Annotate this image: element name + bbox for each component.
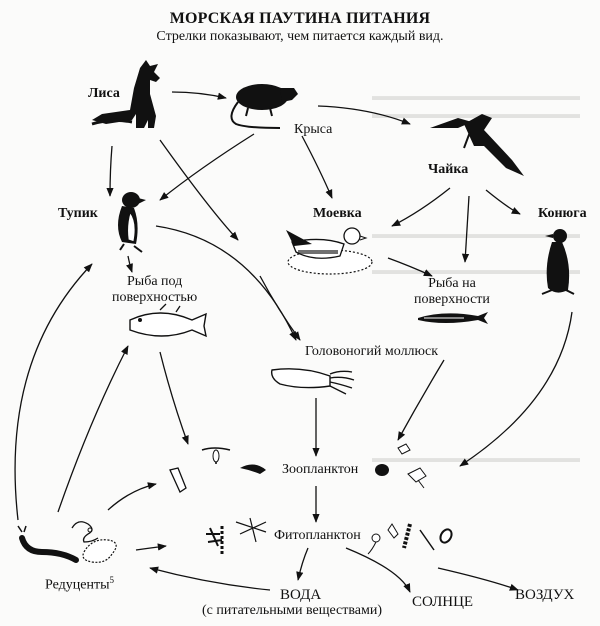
node-water-note: (с питательными веществами): [202, 603, 383, 618]
decomposers-label: Редуценты: [45, 577, 110, 593]
node-puffin: Тупик: [58, 206, 98, 221]
node-water: ВОДА: [280, 587, 322, 603]
node-sun: СОЛНЦЕ: [412, 594, 474, 610]
arrow-rat-to-puffin: [159, 133, 255, 201]
arrow-phytoplankton-to-water: [296, 547, 309, 581]
node-guillemot: Конюга: [538, 206, 587, 221]
node-zooplankton: Зоопланктон: [282, 462, 359, 477]
arrow-kittiwake-to-cephalopod: [259, 275, 301, 341]
node-subsurface-fish: Рыба под поверхностью: [112, 274, 198, 305]
phytoplankton-icons: [206, 517, 453, 555]
arrow-fox-to-kittiwake: [159, 139, 239, 241]
arrow-rat-to-kittiwake: [301, 135, 333, 199]
arrow-phytoplankton-to-sun: [345, 547, 411, 593]
node-decomposers: Редуценты5: [45, 572, 114, 594]
cephalopod-icon: [270, 368, 355, 395]
arrow-decomposers-to-phytoplankton: [135, 543, 167, 551]
arrow-water-to-decomposers: [149, 566, 271, 591]
node-cephalopod: Головоногий моллюск: [305, 344, 439, 359]
diagram-subtitle: Стрелки показывают, чем питается каждый …: [156, 29, 444, 44]
node-fox: Лиса: [88, 86, 120, 101]
guillemot-icon: [541, 229, 575, 295]
gull-icon: [430, 114, 524, 176]
node-gull: Чайка: [428, 162, 469, 177]
node-phytoplankton: Фитопланктон: [274, 528, 361, 543]
decomposers-icons: [17, 521, 117, 563]
arrow-gull-to-kittiwake: [391, 187, 451, 227]
node-kittiwake: Моевка: [313, 206, 362, 221]
arrow-gull-to-surface-fish: [461, 195, 470, 263]
arrow-layer: [14, 91, 573, 593]
arrow-rat-to-gull: [317, 105, 411, 125]
arrow-decomposers-to-puffin: [14, 263, 93, 521]
node-rat: Крыса: [294, 122, 333, 137]
arrow-decomposers-to-subsurface-fish: [57, 345, 129, 513]
arrow-kittiwake-to-surface-fish: [387, 257, 433, 277]
arrow-surface-fish-to-zooplankton: [397, 359, 445, 441]
subsurface-fish-icon: [129, 303, 207, 338]
node-air: ВОЗДУХ: [515, 587, 575, 603]
footnote-marker: 5: [109, 575, 114, 585]
arrow-gull-to-guillemot: [485, 189, 521, 215]
node-surface-fish: Рыба на поверхности: [414, 276, 490, 307]
zooplankton-icons: [169, 443, 427, 493]
rat-icon: [230, 84, 298, 129]
fox-icon: [91, 60, 160, 128]
surface-fish-icon: [418, 312, 488, 324]
kittiwake-icon: [286, 227, 373, 275]
arrow-fox-to-puffin: [106, 145, 114, 197]
puffin-icon: [118, 192, 146, 253]
arrow-phytoplankton-to-air: [437, 567, 519, 591]
arrow-guillemot-to-zooplankton: [459, 311, 573, 467]
arrow-fox-to-rat: [171, 91, 227, 100]
diagram-title: МОРСКАЯ ПАУТИНА ПИТАНИЯ: [169, 10, 431, 27]
arrow-puffin-to-subsurface-fish: [125, 255, 133, 273]
arrow-subsurface-fish-to-zooplankton: [159, 351, 189, 445]
arrow-decomposers-to-zooplankton: [107, 482, 157, 511]
